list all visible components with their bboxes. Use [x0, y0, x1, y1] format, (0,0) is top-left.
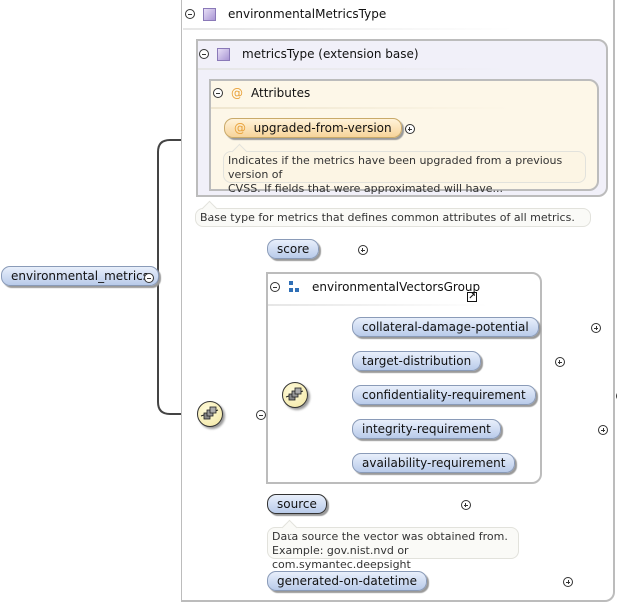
group-header: environmentalVectorsGroup — [270, 280, 480, 294]
root-element-environmental-metrics[interactable]: environmental_metrics — [1, 266, 160, 286]
expand-toggle-attribute[interactable] — [404, 124, 415, 134]
attributes-header: @ Attributes — [213, 86, 310, 100]
element-target-distribution[interactable]: target-distribution — [352, 351, 482, 371]
attributes-label: Attributes — [251, 86, 311, 100]
extension-label: metricsType (extension base) — [242, 47, 419, 61]
external-link-icon[interactable]: ↗ — [467, 292, 477, 302]
expand-toggle-generated-on-datetime[interactable] — [563, 577, 574, 587]
complex-type-header: environmentalMetricsType — [185, 7, 386, 21]
source-documentation: Data source the vector was obtained from… — [267, 519, 519, 571]
expand-toggle-score[interactable] — [357, 245, 368, 255]
group-icon — [288, 281, 300, 293]
group-label: environmentalVectorsGroup — [312, 280, 481, 294]
divider — [211, 107, 511, 109]
expand-toggle-collateral-damage-potential[interactable] — [591, 323, 602, 333]
complex-type-icon — [217, 47, 230, 61]
collapse-toggle-sequence[interactable] — [256, 410, 267, 420]
extension-header: metricsType (extension base) — [199, 47, 419, 61]
collapse-toggle-attributes[interactable] — [213, 88, 223, 98]
element-generated-on-datetime[interactable]: generated-on-datetime — [267, 571, 427, 591]
doc-line: CVSS. If fields that were approximated w… — [228, 182, 503, 195]
collapse-toggle-root[interactable] — [144, 273, 154, 283]
attribute-upgraded-from-version[interactable]: @ upgraded-from-version — [224, 118, 402, 138]
sequence-icon — [285, 387, 304, 401]
collapse-toggle-complex-type[interactable] — [185, 9, 195, 19]
element-source[interactable]: source — [267, 494, 327, 514]
element-confidentiality-requirement[interactable]: confidentiality-requirement — [352, 385, 536, 405]
divider — [268, 304, 488, 306]
expand-toggle-integrity-requirement[interactable] — [598, 425, 609, 435]
collapse-toggle-extension[interactable] — [199, 49, 209, 59]
element-integrity-requirement[interactable]: integrity-requirement — [352, 419, 501, 439]
doc-line: Indicates if the metrics have been upgra… — [228, 154, 563, 181]
group-box — [266, 272, 542, 484]
doc-line: Base type for metrics that defines commo… — [200, 211, 575, 224]
attribute-documentation: Indicates if the metrics have been upgra… — [223, 143, 586, 195]
element-collateral-damage-potential[interactable]: collateral-damage-potential — [352, 317, 539, 337]
complex-type-label: environmentalMetricsType — [228, 7, 387, 21]
expand-toggle-target-distribution[interactable] — [554, 357, 565, 367]
at-icon: @ — [231, 86, 243, 100]
group-sequence-compositor[interactable] — [282, 382, 308, 408]
divider — [198, 68, 508, 70]
doc-line: Data source the vector was obtained from… — [272, 530, 508, 543]
element-availability-requirement[interactable]: availability-requirement — [352, 453, 516, 473]
expand-toggle-source[interactable] — [460, 500, 471, 510]
collapse-toggle-group[interactable] — [270, 282, 280, 292]
attribute-label: upgraded-from-version — [253, 121, 392, 135]
element-score[interactable]: score — [267, 239, 320, 259]
sequence-compositor[interactable] — [197, 401, 223, 427]
divider — [183, 28, 513, 30]
complex-type-icon — [203, 7, 216, 21]
sequence-icon — [200, 406, 219, 420]
doc-line: Example: gov.nist.nvd or com.symantec.de… — [272, 544, 411, 571]
at-icon: @ — [234, 121, 246, 135]
extension-documentation: Base type for metrics that defines commo… — [195, 200, 591, 227]
